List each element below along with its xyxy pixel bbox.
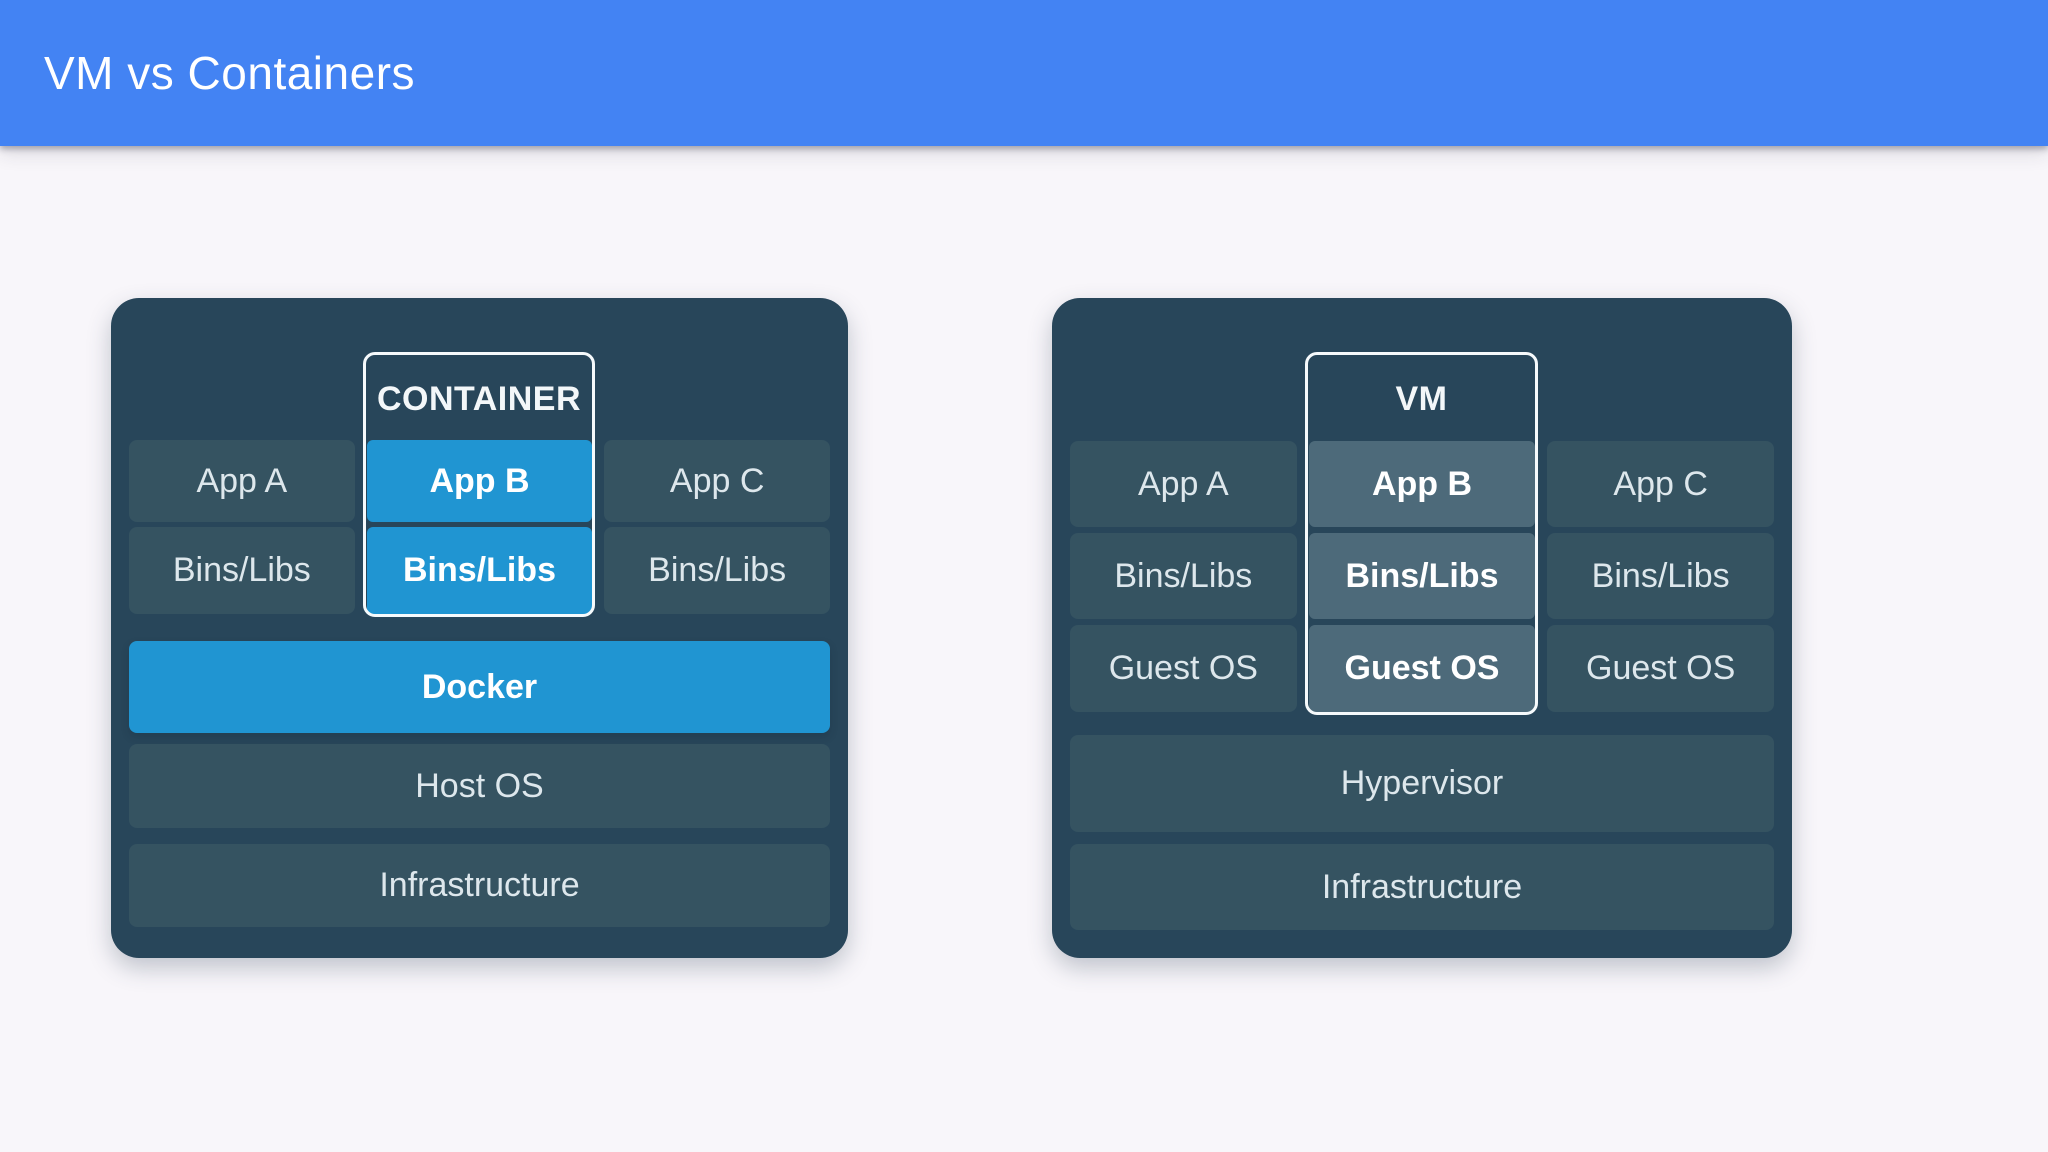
vm-panel: App A App B App C Bins/Libs Bins/Libs Bi…: [1052, 298, 1792, 958]
app-header: VM vs Containers: [0, 0, 2048, 146]
cell-bins-libs: Bins/Libs: [1070, 533, 1297, 619]
containers-apps-row: App A App B App C: [129, 440, 830, 522]
cell-guest-os: Guest OS: [1070, 625, 1297, 712]
cell-bins-libs: Bins/Libs: [604, 527, 830, 614]
cell-guest-os: Guest OS: [1308, 625, 1536, 712]
cell-bins-libs: Bins/Libs: [1308, 533, 1536, 619]
cell-bins-libs: Bins/Libs: [366, 527, 593, 614]
diagram-canvas: App A App B App C Bins/Libs Bins/Libs Bi…: [0, 146, 2048, 1152]
containers-bins-row: Bins/Libs Bins/Libs Bins/Libs: [129, 527, 830, 614]
cell-guest-os: Guest OS: [1547, 625, 1774, 712]
infrastructure-bar: Infrastructure: [129, 844, 830, 927]
cell-bins-libs: Bins/Libs: [129, 527, 355, 614]
cell-app-a: App A: [1070, 441, 1297, 527]
cell-app-c: App C: [1547, 441, 1774, 527]
hypervisor-bar: Hypervisor: [1070, 735, 1774, 832]
container-box-label: CONTAINER: [376, 379, 582, 418]
vm-apps-row: App A App B App C: [1070, 441, 1774, 527]
host-os-bar: Host OS: [129, 744, 830, 828]
docker-bar: Docker: [129, 641, 830, 733]
vm-box-label: VM: [1395, 379, 1448, 418]
cell-app-c: App C: [604, 440, 830, 522]
vm-guest-os-row: Guest OS Guest OS Guest OS: [1070, 625, 1774, 712]
vm-bins-row: Bins/Libs Bins/Libs Bins/Libs: [1070, 533, 1774, 619]
containers-panel: App A App B App C Bins/Libs Bins/Libs Bi…: [111, 298, 848, 958]
cell-app-a: App A: [129, 440, 355, 522]
cell-bins-libs: Bins/Libs: [1547, 533, 1774, 619]
page-title: VM vs Containers: [44, 47, 416, 99]
cell-app-b: App B: [366, 440, 593, 522]
cell-app-b: App B: [1308, 441, 1536, 527]
infrastructure-bar: Infrastructure: [1070, 844, 1774, 930]
